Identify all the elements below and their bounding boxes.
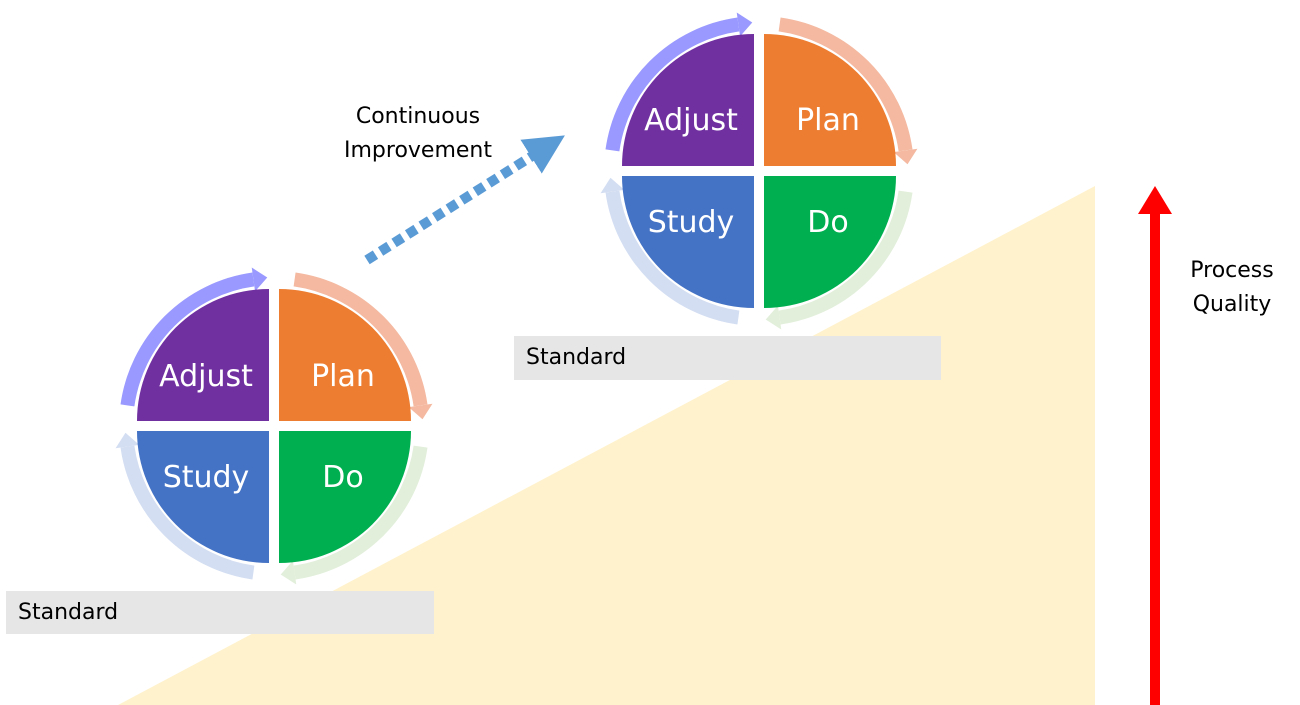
- study-return-arc: [605, 190, 740, 325]
- do-quadrant: [279, 431, 411, 563]
- do-return-arc: [293, 445, 428, 580]
- continuous-improvement-label: Continuous Improvement: [318, 100, 518, 168]
- adjust-quadrant: [137, 289, 269, 421]
- standard-bar-lower: Standard: [6, 591, 434, 634]
- process-quality-arrowhead: [1138, 186, 1172, 214]
- plan-quadrant: [764, 34, 896, 166]
- do-return-arc: [778, 190, 913, 325]
- study-return-arc: [120, 445, 255, 580]
- do-quadrant: [764, 176, 896, 308]
- process-quality-label: Process Quality: [1170, 254, 1294, 322]
- do-arrowhead: [280, 560, 297, 585]
- standard-bar-upper: Standard: [514, 336, 941, 380]
- do-label: Do: [322, 460, 364, 495]
- process-quality-line1: Process: [1190, 258, 1274, 283]
- plan-quadrant: [279, 289, 411, 421]
- continuous-improvement-line1: Continuous: [355, 104, 481, 129]
- study-label: Study: [647, 205, 735, 240]
- adjust-label: Adjust: [159, 359, 253, 394]
- adjust-arrowhead: [251, 267, 268, 292]
- pdsa-cycle-lower: [115, 267, 433, 585]
- study-label: Study: [162, 460, 250, 495]
- continuous-improvement-arrow: [364, 135, 565, 265]
- study-quadrant: [622, 176, 754, 308]
- study-arrowhead: [115, 432, 140, 449]
- continuous-improvement-line2: Improvement: [344, 138, 492, 163]
- adjust-quadrant: [622, 34, 754, 166]
- quality-ramp: [118, 186, 1095, 705]
- adjust-return-arc: [120, 272, 255, 407]
- adjust-label: Adjust: [644, 103, 738, 138]
- plan-arrowhead: [408, 403, 433, 420]
- plan-label: Plan: [796, 103, 860, 138]
- study-arrowhead: [600, 177, 625, 194]
- do-arrowhead: [765, 305, 782, 330]
- study-quadrant: [137, 431, 269, 563]
- process-quality-arrow-shaft: [1150, 212, 1160, 705]
- plan-arrowhead: [893, 148, 918, 165]
- pdsa-cycle-upper: [600, 12, 918, 330]
- adjust-return-arc: [605, 17, 740, 152]
- process-quality-line2: Quality: [1192, 292, 1272, 317]
- plan-label: Plan: [311, 359, 375, 394]
- plan-return-arc: [778, 17, 913, 152]
- do-label: Do: [807, 205, 849, 240]
- adjust-arrowhead: [736, 12, 753, 37]
- plan-return-arc: [293, 272, 428, 407]
